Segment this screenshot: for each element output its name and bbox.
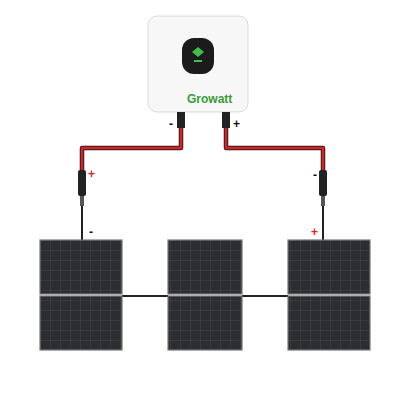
mc4-connector <box>78 170 86 196</box>
polarity-label: + <box>88 168 95 180</box>
display-icon <box>192 47 204 57</box>
polarity-label: + <box>311 226 318 238</box>
solar-panel <box>40 240 370 350</box>
polarity-label: - <box>169 118 173 130</box>
mc4-connector <box>321 196 325 206</box>
polarity-label: - <box>89 226 93 238</box>
panel-lead <box>82 206 323 240</box>
terminal <box>177 112 185 128</box>
mc4-connector <box>80 196 84 206</box>
inverter-display <box>182 38 214 74</box>
brand-name: Growatt <box>187 92 232 106</box>
mc4-connector <box>319 170 327 196</box>
display-bar <box>194 60 202 62</box>
terminal <box>222 112 230 128</box>
inverter-box: Growatt <box>148 16 248 112</box>
polarity-label: - <box>313 169 317 181</box>
inverter-body <box>148 16 248 112</box>
dc-cable <box>82 128 323 170</box>
polarity-label: + <box>233 118 240 130</box>
